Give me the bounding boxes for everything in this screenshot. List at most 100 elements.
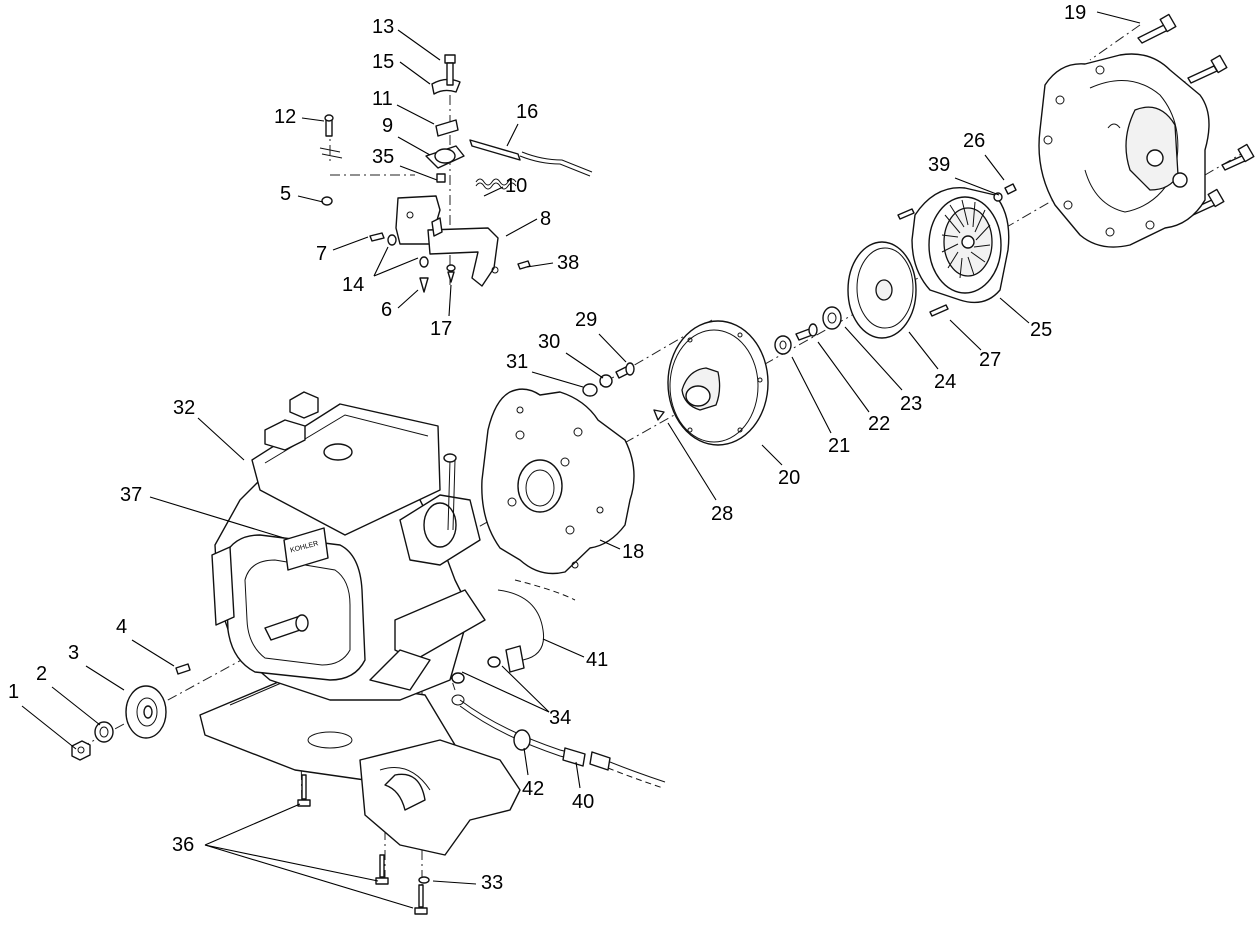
leader-line	[844, 326, 903, 391]
callout-30: 30	[538, 331, 604, 379]
leader-line	[301, 117, 325, 122]
callout-35: 35	[372, 146, 438, 181]
callout-number: 2	[36, 663, 47, 685]
callout-3: 3	[68, 642, 125, 691]
callout-1: 1	[8, 681, 77, 750]
leader-line	[297, 195, 324, 203]
callout-8: 8	[505, 208, 551, 237]
leader-line	[131, 639, 175, 667]
callout-22: 22	[817, 341, 890, 435]
leader-line	[397, 289, 419, 309]
callout-13: 13	[372, 16, 441, 61]
callout-number: 27	[979, 349, 1001, 371]
callout-number: 22	[868, 413, 890, 435]
callout-number: 6	[381, 299, 392, 321]
leader-line	[21, 705, 77, 750]
leader-line	[149, 496, 285, 539]
leader-line	[483, 186, 504, 197]
leader-line	[397, 136, 431, 156]
clutch-disc-24	[847, 241, 917, 339]
callout-31: 31	[506, 351, 584, 388]
callout-28: 28	[667, 422, 733, 525]
callout-number: 9	[382, 115, 393, 137]
callout-number: 5	[280, 183, 291, 205]
leader-line	[1096, 11, 1141, 24]
leader-line	[501, 665, 550, 713]
leader-line	[399, 165, 438, 181]
leader-line	[575, 761, 581, 789]
bolt-19	[1137, 13, 1255, 216]
callout-11: 11	[372, 88, 435, 125]
callout-number: 3	[68, 642, 79, 664]
bolt-26	[993, 183, 1017, 202]
washer-2	[94, 721, 114, 743]
callout-number: 28	[711, 503, 733, 525]
leader-line	[599, 539, 621, 550]
key-4	[175, 663, 191, 675]
leader-line	[598, 333, 627, 363]
leader-line	[461, 671, 550, 713]
callout-number: 1	[8, 681, 19, 703]
callout-number: 24	[934, 371, 956, 393]
callout-41: 41	[542, 638, 608, 671]
leader-line	[51, 686, 101, 726]
callout-23: 23	[844, 326, 922, 415]
leader-line	[85, 665, 125, 691]
callout-25: 25	[999, 297, 1052, 341]
leader-line	[373, 246, 389, 277]
callout-c36b	[204, 844, 379, 882]
callout-number: 20	[778, 467, 800, 489]
nut-1	[71, 740, 91, 761]
leader-line	[667, 422, 717, 501]
callout-4: 4	[116, 616, 175, 667]
callout-9: 9	[382, 115, 431, 156]
callout-number: 15	[372, 51, 394, 73]
callout-number: 37	[120, 484, 142, 506]
leader-line	[204, 803, 301, 846]
leader-line	[432, 880, 477, 885]
washer-21	[774, 335, 792, 355]
callout-21: 21	[791, 356, 850, 457]
callout-number: 35	[372, 146, 394, 168]
leader-line	[761, 444, 783, 466]
callout-34: 34	[461, 671, 571, 729]
leader-line	[817, 341, 870, 413]
leader-line	[523, 747, 529, 776]
callout-32: 32	[173, 397, 245, 461]
callout-number: 12	[274, 106, 296, 128]
pressure-plate-25	[911, 187, 1010, 304]
key-28	[653, 409, 665, 421]
leader-line	[204, 844, 414, 909]
leader-line	[565, 352, 604, 379]
callout-42: 42	[522, 747, 544, 800]
leader-line	[373, 257, 419, 277]
callout-number: 19	[1064, 2, 1086, 24]
leader-line	[791, 356, 832, 434]
leader-line	[506, 123, 519, 147]
callout-5: 5	[280, 183, 324, 205]
leader-line	[949, 319, 982, 351]
callout-18: 18	[599, 539, 644, 563]
callout-number: 36	[172, 834, 194, 856]
callout-36: 36	[172, 803, 301, 856]
callout-number: 41	[586, 649, 608, 671]
callout-6: 6	[381, 289, 419, 321]
leader-line	[332, 236, 369, 251]
leader-line	[448, 284, 452, 317]
leader-line	[399, 61, 431, 85]
callout-33: 33	[432, 872, 503, 894]
callout-number: 23	[900, 393, 922, 415]
leader-line	[197, 417, 245, 461]
callout-number: 31	[506, 351, 528, 373]
callout-number: 39	[928, 154, 950, 176]
callout-number: 26	[963, 130, 985, 152]
callout-number: 32	[173, 397, 195, 419]
callout-7: 7	[316, 236, 369, 265]
callout-14: 14	[342, 246, 389, 296]
callout-number: 40	[572, 791, 594, 813]
callout-24: 24	[908, 331, 956, 393]
leader-line	[531, 371, 584, 388]
flywheel-20	[667, 320, 769, 446]
